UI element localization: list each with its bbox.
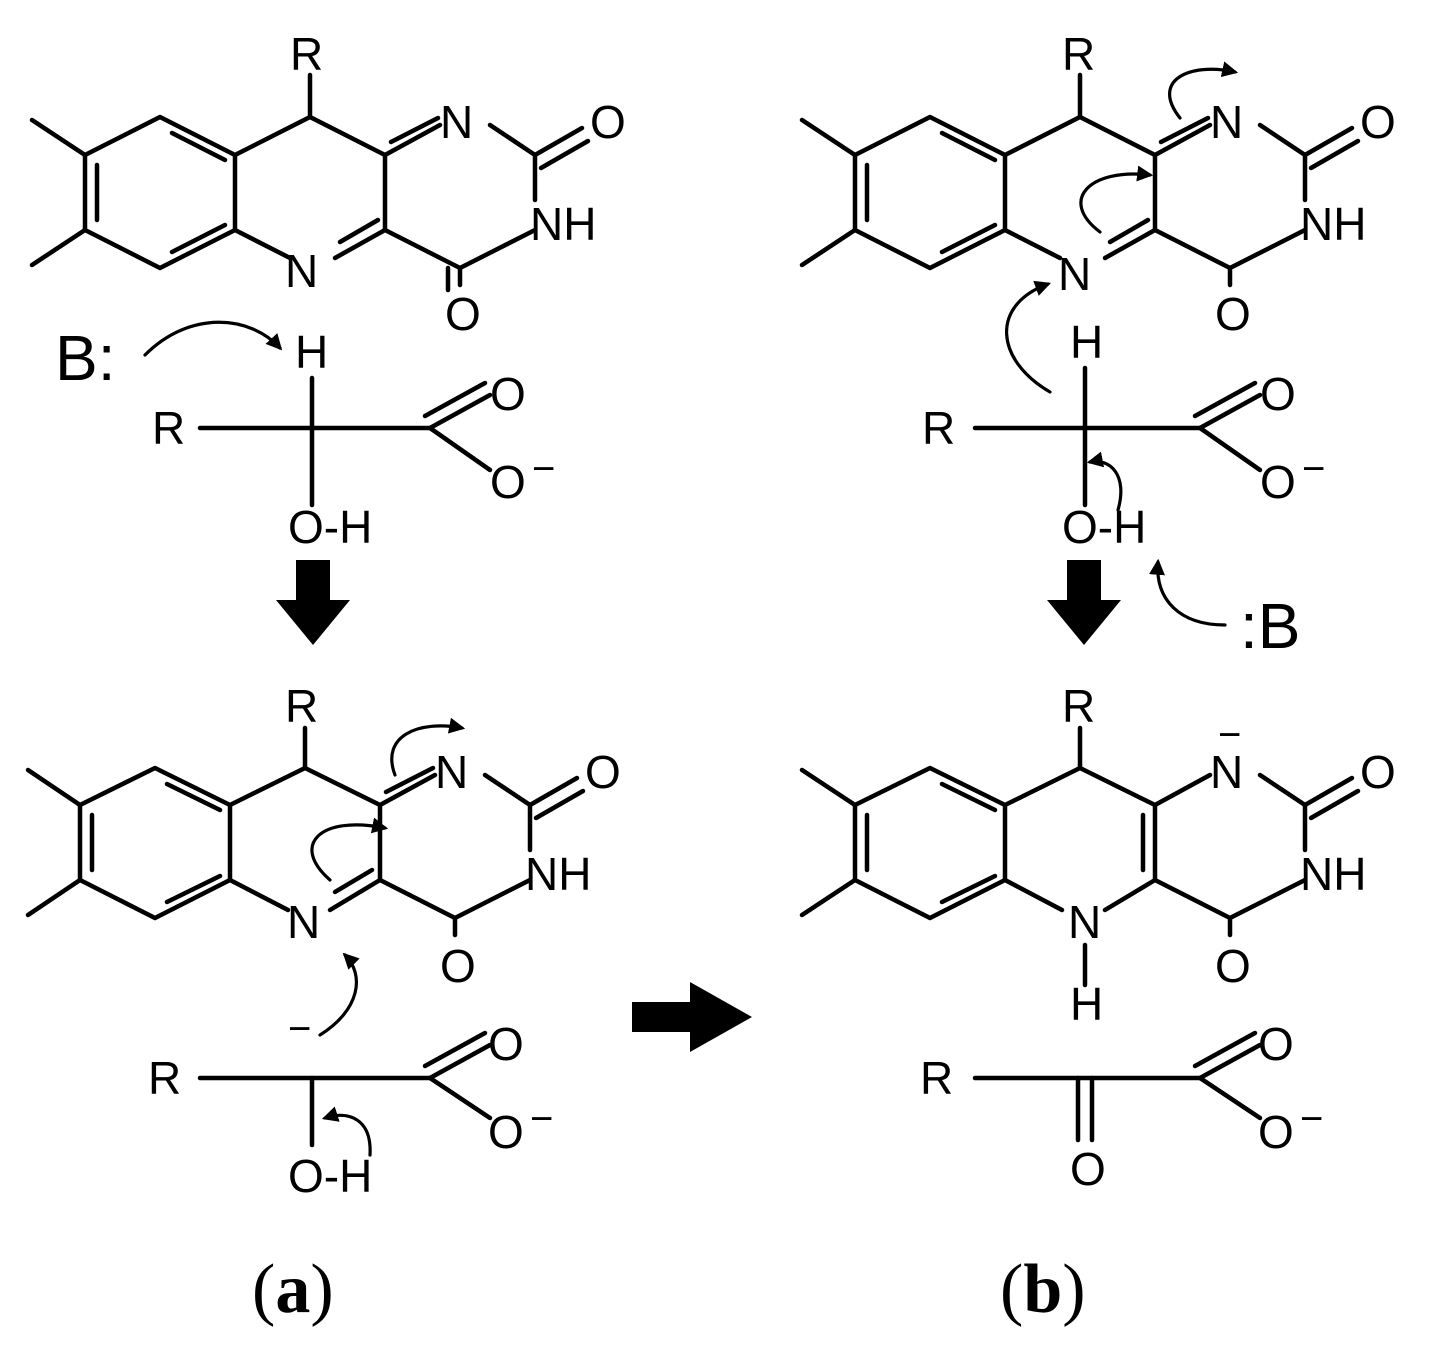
electron-arrow (1079, 165, 1154, 234)
carboxylate-o-label: O (1260, 456, 1296, 508)
n5-label: N (285, 245, 318, 297)
panel-b-product: R O O O − (920, 1018, 1323, 1195)
base-label: :B (1240, 590, 1300, 662)
carbonyl-o-bottom-label: O (445, 288, 481, 340)
substituent-r-label: R (290, 28, 323, 80)
electron-arrow (1149, 558, 1227, 627)
carbonyl-o-bottom-label: O (1215, 940, 1251, 992)
panel-b-flavin-lower: R N − O NH N H O (799, 680, 1396, 1030)
ring-n-charge: − (1218, 713, 1241, 757)
substrate-r-label: R (148, 1052, 181, 1104)
substituent-r-label: R (285, 680, 318, 732)
flavin-skeleton (25, 725, 586, 938)
negative-charge: − (1300, 1097, 1323, 1141)
base-label: B: (55, 322, 115, 394)
reaction-arrow (632, 982, 752, 1052)
flavin-skeleton (799, 725, 1361, 988)
flavin-skeleton (29, 72, 591, 293)
carboxylate-o-label: O (1258, 1106, 1294, 1158)
carboxyl-o-label: O (1260, 368, 1296, 420)
panel-b-substrate-top: H R O O − O-H :B (922, 316, 1325, 662)
panel-b-flavin-top: R N O NH N O (799, 28, 1396, 394)
substrate-r-label: R (922, 402, 955, 454)
carbonyl-o-label: O (1360, 746, 1396, 798)
down-arrow (1047, 560, 1121, 645)
carbonyl-o-label: O (1360, 96, 1396, 148)
carboxyl-o-label: O (490, 368, 526, 420)
electron-arrow (143, 320, 283, 357)
negative-charge: − (532, 447, 555, 491)
substituent-r-label: R (1062, 28, 1095, 80)
hydroxyl-label: O-H (288, 1150, 372, 1202)
substrate-r-label: R (152, 402, 185, 454)
substituent-r-label: R (1062, 680, 1095, 732)
negative-charge: − (530, 1097, 553, 1141)
hydroxyl-label: O-H (1062, 501, 1146, 553)
carbonyl-o-label: O (585, 746, 621, 798)
panel-b-caption: (b) (1000, 1251, 1086, 1328)
hydroxyl-label: O-H (288, 501, 372, 553)
electron-arrow (310, 817, 389, 882)
flavin-skeleton (799, 72, 1361, 288)
carboxyl-o-label: O (488, 1018, 524, 1070)
n5-hydrogen-label: H (1070, 978, 1103, 1030)
ring-n-label: N (435, 746, 468, 798)
carbonyl-o-label: O (590, 96, 626, 148)
ring-n-label: N (1210, 746, 1243, 798)
n5-label: N (1068, 896, 1101, 948)
hydrogen-label: H (1070, 316, 1103, 368)
panel-a-flavin-lower: R N O NH N O (25, 680, 621, 1037)
nh-label: NH (1300, 198, 1366, 250)
n5-label: N (287, 896, 320, 948)
keto-o-label: O (1070, 1143, 1106, 1195)
negative-charge: − (1302, 447, 1325, 491)
panel-a-flavin-top: R N O NH N O (29, 28, 626, 340)
carboxylate-o-label: O (488, 1106, 524, 1158)
product-r-label: R (920, 1052, 953, 1104)
nh-label: NH (1300, 848, 1366, 900)
down-arrow (276, 560, 350, 645)
nh-label: NH (530, 198, 596, 250)
electron-arrow (321, 1106, 372, 1157)
electron-arrow (390, 717, 466, 777)
electron-arrow (1168, 61, 1239, 120)
panel-a-caption: (a) (252, 1251, 334, 1328)
electron-arrow (1005, 280, 1052, 394)
carbonyl-o-bottom-label: O (1215, 288, 1251, 340)
panel-a-substrate-lower: − R O O − O-H (148, 1007, 553, 1202)
carboxyl-o-label: O (1258, 1018, 1294, 1070)
nh-label: NH (525, 848, 591, 900)
n5-label: N (1058, 248, 1091, 300)
electron-arrow (1086, 451, 1123, 512)
electron-arrow (318, 952, 360, 1037)
panel-a-substrate-top: B: H R O O − O-H (55, 320, 555, 645)
carbonyl-o-bottom-label: O (440, 940, 476, 992)
carbanion-charge: − (288, 1007, 311, 1051)
ring-n-label: N (440, 96, 473, 148)
carboxylate-o-label: O (490, 456, 526, 508)
hydrogen-label: H (295, 326, 328, 378)
ring-n-label: N (1210, 96, 1243, 148)
